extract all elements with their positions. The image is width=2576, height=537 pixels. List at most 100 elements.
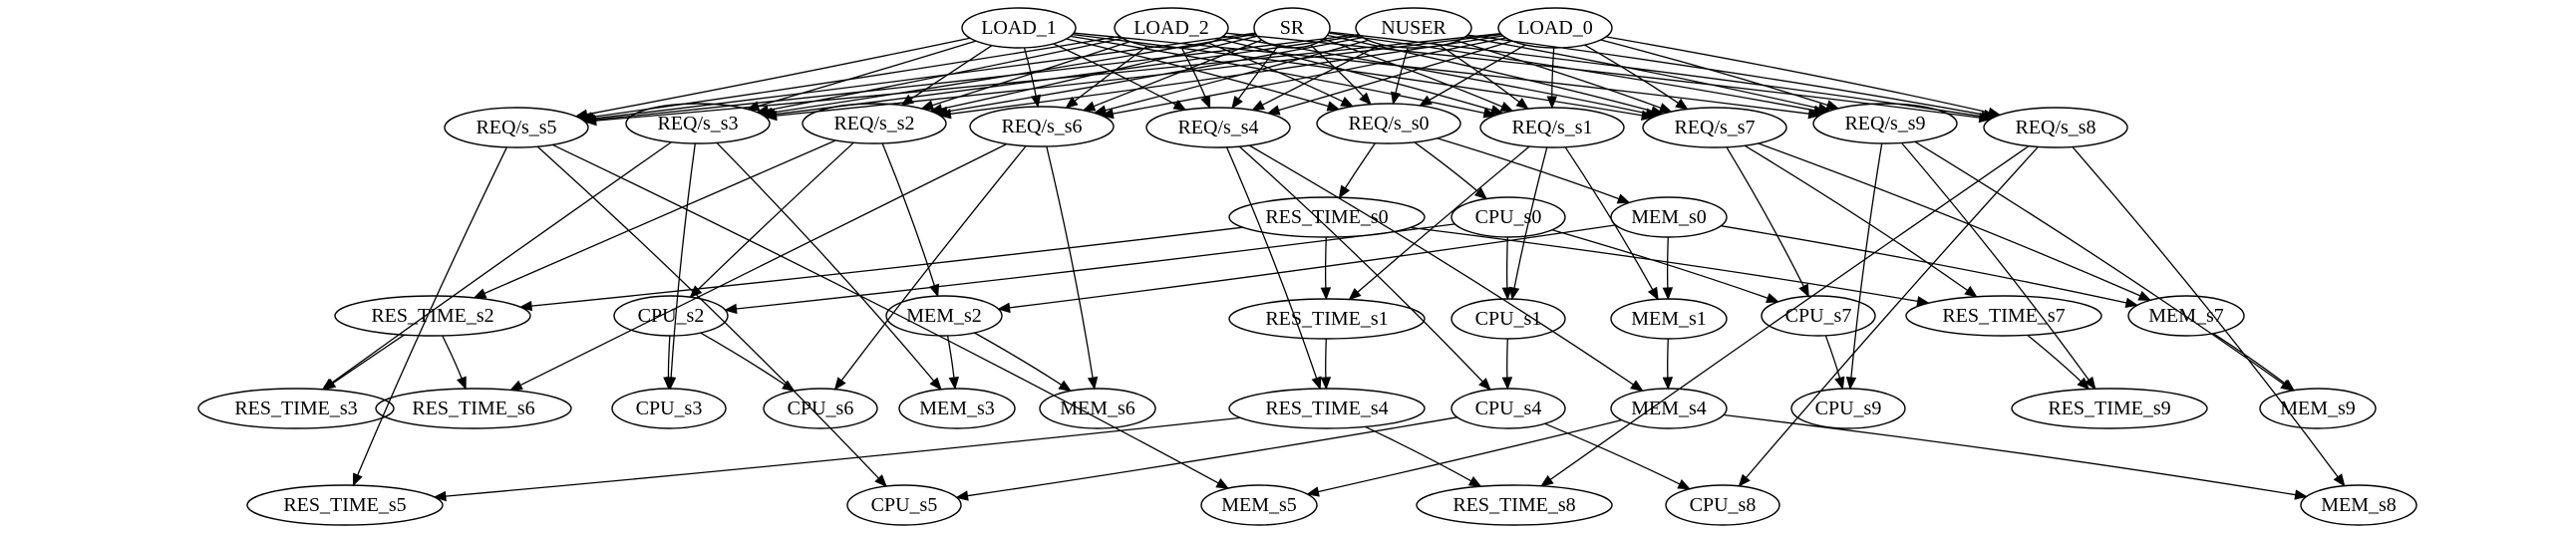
edge-line — [1901, 142, 2090, 381]
node-load-0[interactable]: LOAD_0 — [1497, 7, 1613, 49]
edge-req-s3-to-res-time-s3 — [321, 141, 672, 391]
node-res-time-s2[interactable]: RES_TIME_s2 — [334, 295, 531, 337]
node-label: REQ/s_s9 — [1844, 113, 1925, 134]
node-res-time-s3[interactable]: RES_TIME_s3 — [197, 388, 395, 429]
node-cpu-s4[interactable]: CPU_s4 — [1450, 388, 1566, 429]
node-req-s9[interactable]: REQ/s_s9 — [1812, 103, 1958, 144]
node-req-s1[interactable]: REQ/s_s1 — [1479, 107, 1625, 148]
node-ellipse — [1228, 196, 1426, 238]
arrowhead-icon — [920, 100, 935, 111]
node-req-s7[interactable]: REQ/s_s7 — [1642, 107, 1787, 148]
node-nuser[interactable]: NUSER — [1355, 7, 1472, 49]
node-req-s5[interactable]: REQ/s_s5 — [444, 107, 589, 148]
node-ellipse — [246, 484, 444, 526]
node-label: REQ/s_s3 — [657, 113, 738, 134]
edge-line — [1464, 36, 1819, 110]
node-res-time-s0[interactable]: RES_TIME_s0 — [1228, 196, 1426, 238]
node-mem-s9[interactable]: MEM_s9 — [2259, 388, 2377, 429]
node-sr[interactable]: SR — [1253, 7, 1331, 49]
arrowhead-icon — [473, 288, 487, 299]
edge-line — [594, 33, 1360, 121]
edge-line — [1440, 45, 1520, 103]
node-label: RES_TIME_s1 — [1265, 308, 1388, 330]
node-mem-s6[interactable]: MEM_s6 — [1039, 388, 1156, 429]
node-cpu-s3[interactable]: CPU_s3 — [611, 388, 727, 429]
node-label: MEM_s5 — [1221, 494, 1297, 516]
node-res-time-s8[interactable]: RES_TIME_s8 — [1416, 484, 1613, 526]
arrowhead-icon — [1390, 91, 1402, 106]
edge-req-s5-to-mem-s5 — [551, 143, 1230, 489]
node-cpu-s7[interactable]: CPU_s7 — [1761, 295, 1876, 337]
arrowhead-icon — [583, 115, 597, 127]
edge-req-s5-to-cpu-s5 — [536, 145, 887, 487]
edge-line — [332, 334, 405, 385]
node-cpu-s2[interactable]: CPU_s2 — [613, 295, 729, 337]
node-mem-s7[interactable]: MEM_s7 — [2127, 295, 2245, 337]
edge-line — [1414, 141, 1479, 192]
node-req-s4[interactable]: REQ/s_s4 — [1145, 107, 1291, 148]
node-mem-s0[interactable]: MEM_s0 — [1610, 196, 1728, 238]
arrowhead-icon — [352, 472, 363, 487]
arrowhead-icon — [322, 379, 337, 391]
edge-res-time-s2-to-res-time-s3 — [322, 334, 405, 391]
node-req-s0[interactable]: REQ/s_s0 — [1316, 103, 1461, 144]
node-res-time-s1[interactable]: RES_TIME_s1 — [1228, 298, 1426, 340]
node-res-time-s4[interactable]: RES_TIME_s4 — [1228, 388, 1426, 429]
edge-line — [1238, 145, 1483, 383]
node-load-2[interactable]: LOAD_2 — [1114, 7, 1229, 49]
arrowhead-icon — [1834, 376, 1845, 391]
node-label: REQ/s_s4 — [1177, 117, 1258, 138]
edge-req-s9-to-cpu-s9 — [1845, 142, 1883, 391]
node-label: RES_TIME_s2 — [371, 305, 493, 327]
arrowhead-icon — [518, 300, 533, 312]
arrowhead-icon — [1200, 95, 1211, 110]
edge-line — [1324, 236, 1327, 289]
node-ellipse — [1316, 103, 1461, 144]
node-cpu-s0[interactable]: CPU_s0 — [1450, 196, 1566, 238]
edge-mem-s0-to-mem-s2 — [997, 224, 1616, 314]
node-mem-s3[interactable]: MEM_s3 — [898, 388, 1016, 429]
node-req-s2[interactable]: REQ/s_s2 — [802, 103, 947, 144]
node-label: RES_TIME_s9 — [2048, 398, 2170, 419]
node-mem-s4[interactable]: MEM_s4 — [1610, 388, 1728, 429]
edge-line — [1605, 36, 1990, 114]
node-req-s8[interactable]: REQ/s_s8 — [1983, 107, 2128, 148]
node-res-time-s7[interactable]: RES_TIME_s7 — [1905, 295, 2102, 337]
edge-line — [670, 142, 696, 379]
node-req-s3[interactable]: REQ/s_s3 — [625, 103, 771, 144]
node-mem-s1[interactable]: MEM_s1 — [1610, 298, 1728, 340]
node-label: CPU_s0 — [1475, 206, 1542, 228]
edge-load-2-to-req-s4 — [1180, 47, 1211, 110]
node-mem-s8[interactable]: MEM_s8 — [2300, 484, 2417, 526]
arrowhead-icon — [1658, 103, 1673, 114]
node-res-time-s6[interactable]: RES_TIME_s6 — [375, 388, 572, 429]
node-ellipse — [613, 295, 729, 337]
node-cpu-s9[interactable]: CPU_s9 — [1790, 388, 1906, 429]
node-label: SR — [1280, 17, 1305, 39]
edge-nuser-to-req-s6 — [1093, 39, 1369, 116]
edge-line — [1505, 236, 1508, 289]
arrowhead-icon — [1987, 107, 2002, 118]
node-cpu-s1[interactable]: CPU_s1 — [1450, 298, 1566, 340]
node-ellipse — [2011, 388, 2208, 429]
edge-req-s8-to-res-time-s8 — [1540, 145, 2030, 487]
edge-line — [331, 141, 672, 384]
node-label: MEM_s0 — [1631, 206, 1707, 228]
edge-line — [1237, 46, 1279, 100]
node-req-s6[interactable]: REQ/s_s6 — [969, 106, 1115, 147]
node-label: REQ/s_s1 — [1511, 117, 1592, 138]
edge-line — [967, 416, 1457, 497]
arrowhead-icon — [1251, 100, 1265, 112]
node-res-time-s5[interactable]: RES_TIME_s5 — [246, 484, 444, 526]
node-mem-s2[interactable]: MEM_s2 — [885, 295, 1003, 337]
arrowhead-icon — [2137, 290, 2152, 301]
arrowhead-icon — [1489, 105, 1504, 116]
node-cpu-s5[interactable]: CPU_s5 — [846, 484, 962, 526]
arrowhead-icon — [724, 303, 738, 315]
node-res-time-s9[interactable]: RES_TIME_s9 — [2011, 388, 2208, 429]
node-load-1[interactable]: LOAD_1 — [961, 7, 1077, 49]
node-ellipse — [611, 388, 727, 429]
node-cpu-s6[interactable]: CPU_s6 — [763, 388, 878, 429]
node-mem-s5[interactable]: MEM_s5 — [1200, 484, 1318, 526]
node-cpu-s8[interactable]: CPU_s8 — [1665, 484, 1780, 526]
